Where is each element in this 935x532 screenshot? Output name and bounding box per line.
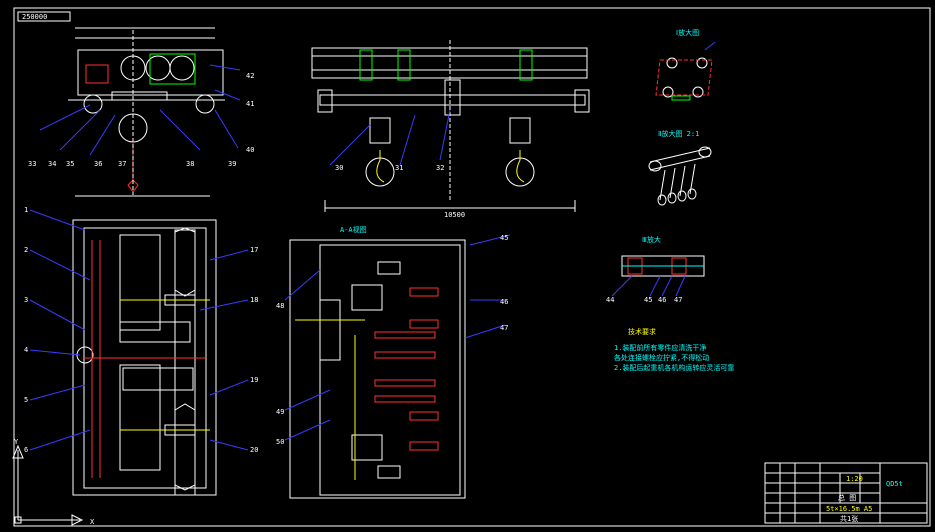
plan-part-no: 5 — [24, 396, 28, 404]
front-part-no: 40 — [246, 146, 254, 154]
detail-part-no: 47 — [674, 296, 682, 304]
front-part-no: 34 — [48, 160, 56, 168]
drawing-sheet: 共1张 — [840, 514, 858, 523]
trolley-part-no: 50 — [276, 438, 284, 446]
drawing-name: 总 图 — [838, 493, 856, 502]
side-view — [311, 40, 590, 212]
front-part-no: 41 — [246, 100, 254, 108]
side-part-no: 31 — [395, 164, 403, 172]
plan-part-no: 3 — [24, 296, 28, 304]
plan-title: A-A视图 — [340, 225, 367, 234]
detail-1-title: Ⅰ放大图 — [676, 28, 699, 37]
detail-2 — [648, 146, 712, 206]
front-part-no: 37 — [118, 160, 126, 168]
ucs-icon — [12, 444, 84, 526]
side-part-no: 32 — [436, 164, 444, 172]
trolley-part-no: 46 — [500, 298, 508, 306]
drawing-number: QD5t — [886, 480, 903, 488]
detail-1 — [655, 41, 716, 101]
trolley-part-no: 45 — [500, 234, 508, 242]
plan-part-no: 18 — [250, 296, 258, 304]
title-block — [764, 462, 928, 524]
drawing-scale: 1:20 — [846, 475, 863, 483]
detail-3-title: Ⅲ放大 — [642, 235, 661, 244]
ucs-x-label: X — [90, 518, 95, 526]
plan-part-no: 1 — [24, 206, 28, 214]
front-part-no: 36 — [94, 160, 102, 168]
plan-part-no: 6 — [24, 446, 28, 454]
plan-part-no: 20 — [250, 446, 258, 454]
detail-part-no: 45 — [644, 296, 652, 304]
plan-part-no: 4 — [24, 346, 28, 354]
notes-title: 技术要求 — [628, 327, 656, 336]
detail-part-no: 44 — [606, 296, 614, 304]
plan-view — [29, 209, 249, 496]
notes-line: 1.装配前所有零件应清洗干净 — [614, 343, 706, 352]
drawing-model: 5t×16.5m A5 — [826, 505, 872, 513]
front-part-no: 39 — [228, 160, 236, 168]
side-part-no: 30 — [335, 164, 343, 172]
front-part-no: 38 — [186, 160, 194, 168]
detail-2-title: Ⅱ放大图 2:1 — [658, 129, 699, 138]
notes-line: 各处连接螺栓应拧紧,不得松动 — [614, 353, 709, 362]
side-dimension: 10500 — [444, 211, 465, 219]
ucs-y-label: Y — [14, 438, 19, 446]
trolley-plan — [284, 234, 511, 499]
trolley-part-no: 47 — [500, 324, 508, 332]
detail-part-no: 46 — [658, 296, 666, 304]
front-part-no: 35 — [66, 160, 74, 168]
front-part-no: 42 — [246, 72, 254, 80]
notes-line: 2.装配后起重机各机构运转应灵活可靠 — [614, 363, 734, 372]
front-part-no: 33 — [28, 160, 36, 168]
trolley-part-no: 49 — [276, 408, 284, 416]
plan-part-no: 19 — [250, 376, 258, 384]
top-left-tag-box — [17, 11, 71, 22]
front-view — [39, 27, 241, 197]
top-left-tag: 250000 — [22, 13, 47, 21]
plan-part-no: 17 — [250, 246, 258, 254]
plan-part-no: 2 — [24, 246, 28, 254]
trolley-part-no: 48 — [276, 302, 284, 310]
drawing-border — [13, 7, 931, 527]
detail-3 — [611, 255, 705, 297]
